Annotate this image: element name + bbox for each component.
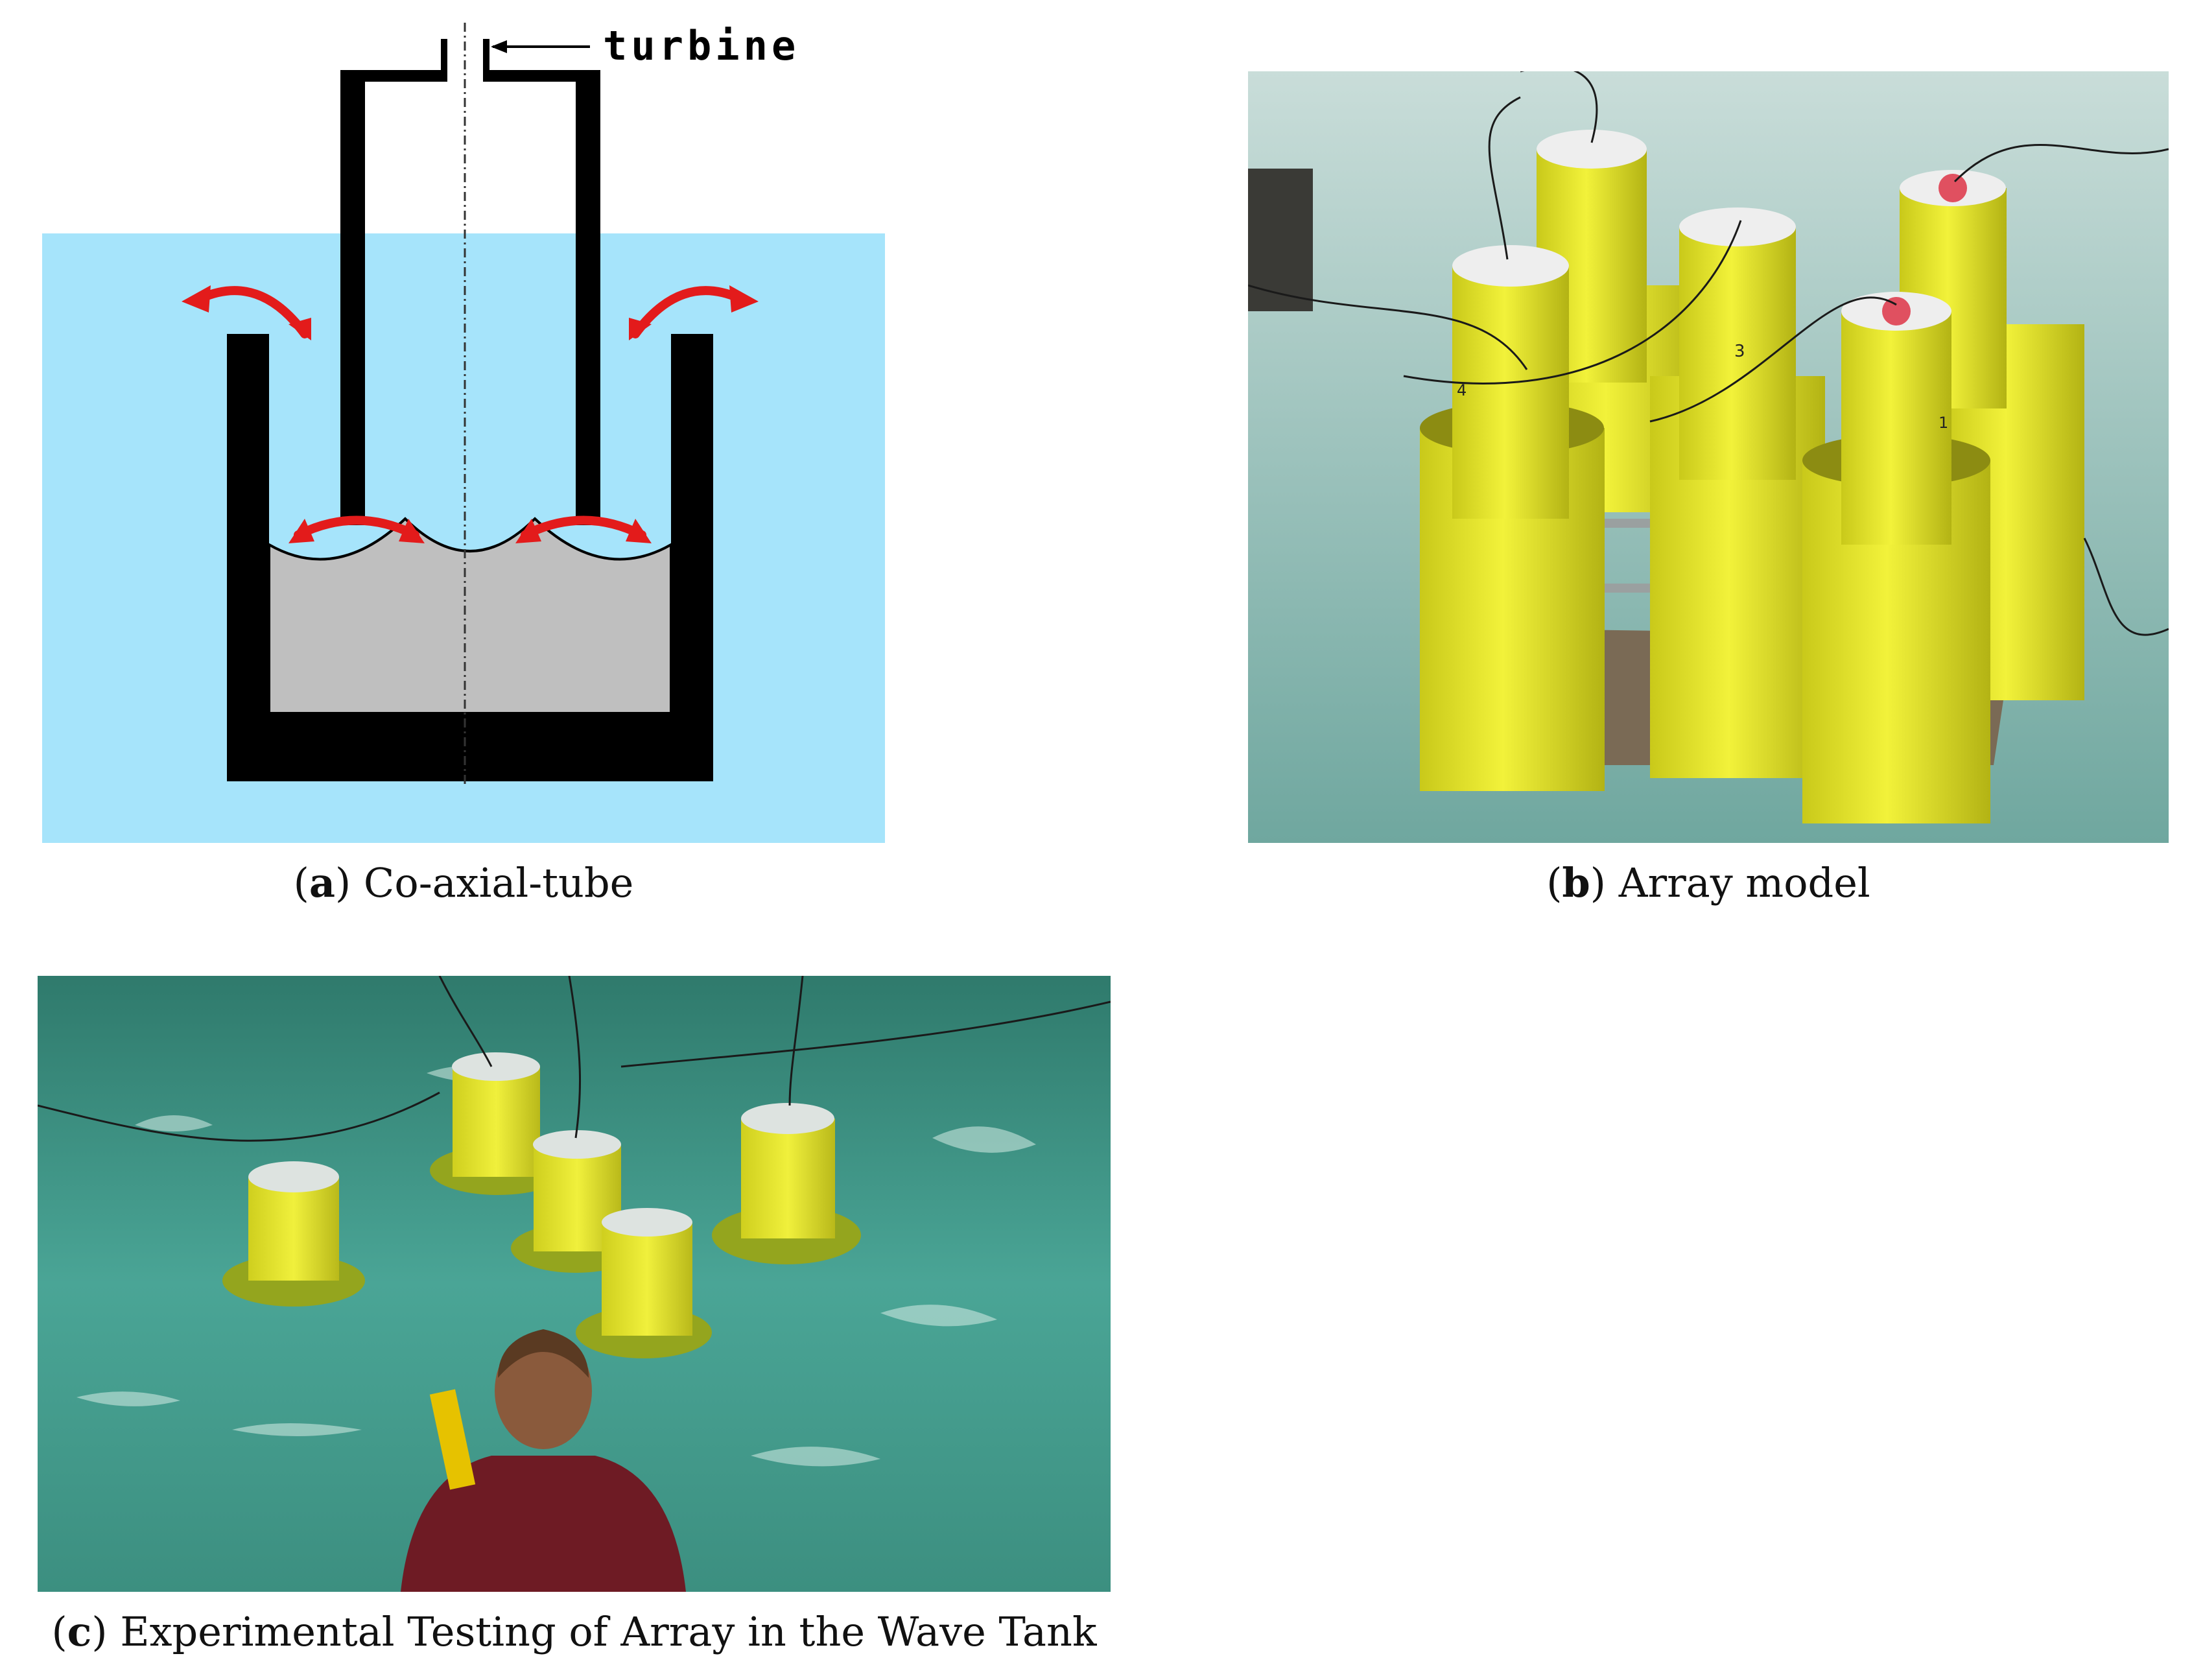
tank-device-5 xyxy=(576,1208,712,1358)
ballast-region xyxy=(268,517,672,715)
person-operator xyxy=(401,1329,686,1592)
flow-arrowheads xyxy=(182,285,759,543)
turbine-duct-right xyxy=(483,39,489,82)
frame-structure xyxy=(1248,169,1313,311)
device-number-3: 3 xyxy=(1734,342,1745,361)
instrument-cables xyxy=(1248,71,2169,636)
device-center: 3 xyxy=(1650,207,1825,778)
inner-tube-right-cap xyxy=(483,70,600,82)
tank-device-1 xyxy=(222,1161,365,1307)
panel-b-caption-text: Array model xyxy=(1618,859,1870,906)
overhead-cables xyxy=(38,976,1111,1142)
panel-a-caption: (a) Co-axial-tube xyxy=(293,859,634,906)
outer-tube-left-wall xyxy=(227,334,269,781)
turbine-duct-left xyxy=(441,39,447,82)
panel-c-caption-text: Experimental Testing of Array in the Wav… xyxy=(120,1608,1097,1655)
inner-tube-left-wall xyxy=(340,70,365,525)
device-number-1: 1 xyxy=(1939,414,1948,432)
panel-b-letter: b xyxy=(1562,859,1590,906)
panel-b-caption: (b) Array model xyxy=(1546,859,1870,906)
outer-tube-base xyxy=(227,713,713,781)
panel-a-caption-text: Co-axial-tube xyxy=(363,859,634,906)
tank-device-4 xyxy=(712,1103,861,1264)
panel-a-letter: a xyxy=(309,859,336,906)
panel-c-caption: (c) Experimental Testing of Array in the… xyxy=(51,1608,1097,1655)
flow-arrows xyxy=(196,286,744,539)
inner-tube-right-wall xyxy=(576,70,600,525)
turbine-label: turbine xyxy=(603,22,799,69)
outer-tube-right-wall xyxy=(671,334,713,781)
device-front-left: 4 xyxy=(1420,245,1605,791)
panel-c-letter: c xyxy=(67,1608,92,1655)
device-number-4: 4 xyxy=(1457,381,1467,399)
inner-tube-left-cap xyxy=(340,70,447,82)
device-front-right: 1 xyxy=(1802,292,1990,823)
turbine-pointer-arrowhead xyxy=(491,40,507,53)
panel-c-photo xyxy=(38,976,1111,1592)
panel-b-photo: 3 4 1 xyxy=(1248,71,2169,843)
panel-a-diagram: turbine xyxy=(39,13,888,849)
tank-device-2 xyxy=(430,1052,566,1195)
